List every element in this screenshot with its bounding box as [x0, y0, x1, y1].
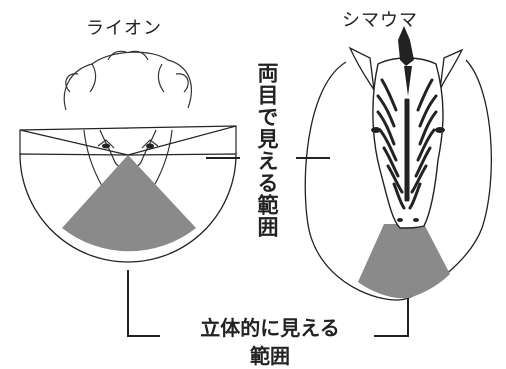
- zebra-stereo-area: [358, 224, 450, 299]
- zebra-name-label: シマウマ: [342, 10, 418, 31]
- stereo-pointer-right: [374, 298, 409, 337]
- stereo-pointer-left: [127, 270, 160, 337]
- connector-lines: [127, 157, 409, 337]
- stereo-label-line1: 立体的に見える: [200, 316, 340, 340]
- zebra-head: [348, 26, 464, 229]
- stereo-label-line2: 範囲: [250, 344, 290, 368]
- zebra-illustration: [304, 26, 492, 301]
- lion-illustration: [19, 50, 237, 263]
- lion-name-label: ライオン: [86, 18, 162, 39]
- lion-upper-view-lines: [19, 125, 237, 156]
- binocular-label: 両目で見える範囲: [255, 62, 279, 238]
- lion-view-fan: [19, 153, 237, 263]
- lion-stereo-area: [62, 155, 196, 252]
